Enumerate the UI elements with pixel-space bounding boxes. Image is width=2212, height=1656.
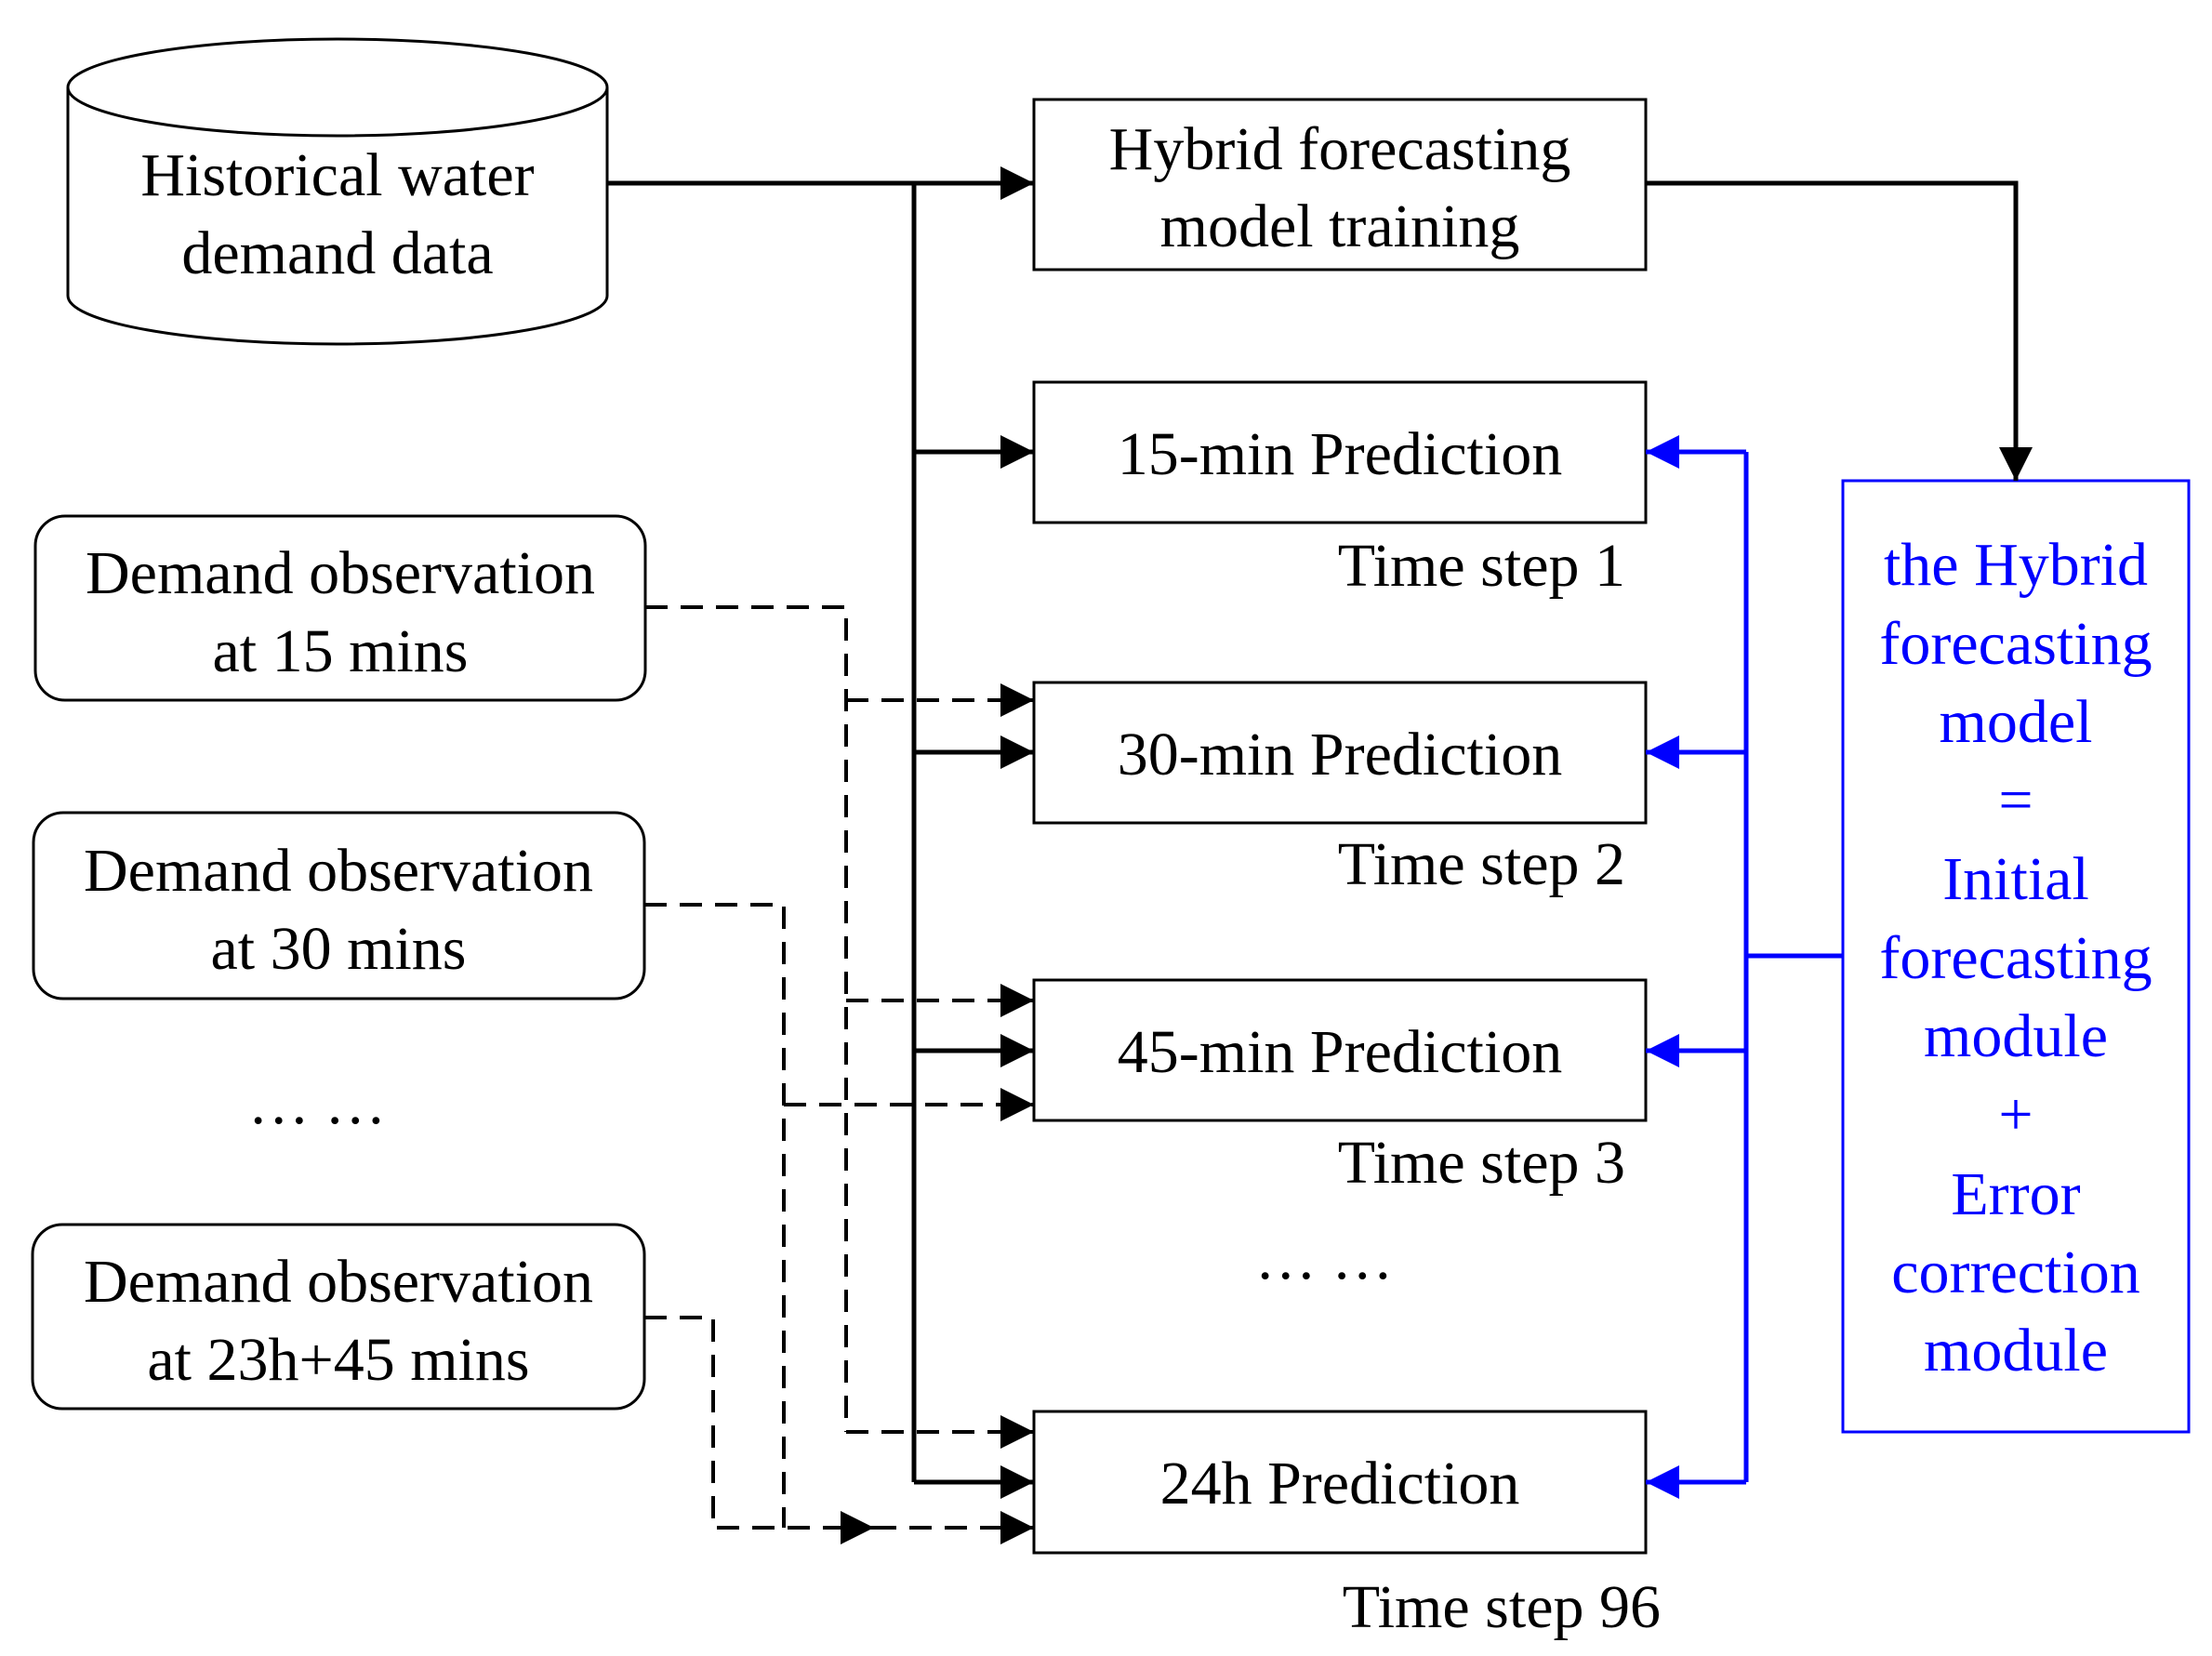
prediction-label: 15-min Prediction: [1118, 420, 1562, 488]
observation-label-line-2: at 23h+45 mins: [147, 1326, 529, 1394]
prediction-label: 45-min Prediction: [1118, 1018, 1562, 1086]
obs15-dashed-line: [645, 605, 848, 1432]
training-label-line-1: Hybrid forecasting: [1109, 115, 1571, 183]
hybrid-model-box: the Hybrid forecasting model = Initial f…: [1841, 479, 2191, 1434]
prediction-label: 24h Prediction: [1160, 1450, 1520, 1517]
model-connectors: [1646, 435, 1843, 1499]
hybrid-model-line: model: [1940, 688, 2093, 756]
database-label-line-1: Historical water: [140, 141, 534, 209]
middle-ellipsis: … …: [1255, 1225, 1394, 1292]
hybrid-model-line: module: [1924, 1002, 2108, 1070]
training-box: Hybrid forecasting model training: [1032, 98, 1648, 272]
hybrid-model-line: Initial: [1942, 845, 2089, 913]
prediction-box-15min: 15-min Prediction: [1032, 380, 1648, 524]
hybrid-model-line: Error: [1951, 1160, 2080, 1228]
observation-box-23h45: Demand observation at 23h+45 mins: [31, 1223, 646, 1411]
hybrid-model-line: +: [1998, 1080, 2033, 1148]
hybrid-model-line: =: [1998, 766, 2033, 834]
prediction-box-24h: 24h Prediction: [1032, 1410, 1648, 1555]
training-to-model-arrow: [1646, 180, 2033, 481]
observation-label-line-2: at 30 mins: [211, 915, 467, 983]
observation-box-30: Demand observation at 30 mins: [32, 811, 646, 1000]
training-label-line-2: model training: [1160, 192, 1520, 260]
time-step-label: Time step 3: [1338, 1129, 1625, 1197]
observation-box-15: Demand observation at 15 mins: [33, 514, 647, 702]
dashed-connectors: [644, 605, 1034, 1544]
left-ellipsis: … …: [248, 1069, 387, 1137]
prediction-label: 30-min Prediction: [1118, 721, 1562, 788]
solid-connectors: [607, 166, 2033, 1499]
time-step-label: Time step 96: [1343, 1573, 1661, 1641]
database-label-line-2: demand data: [181, 219, 493, 287]
observation-label-line-2: at 15 mins: [213, 617, 469, 685]
observation-label-line-1: Demand observation: [84, 1248, 593, 1316]
observation-label-line-1: Demand observation: [86, 539, 595, 607]
obs30-dashed-line: [644, 903, 786, 1528]
hybrid-model-line: correction: [1891, 1239, 2140, 1306]
observation-label-line-1: Demand observation: [84, 837, 593, 905]
historical-data-database: Historical water demand data: [66, 37, 609, 346]
time-step-label: Time step 1: [1338, 532, 1625, 600]
hybrid-model-line: the Hybrid: [1884, 531, 2148, 599]
hybrid-model-line: forecasting: [1879, 610, 2152, 678]
obs23h45-dashed-line: [644, 1316, 874, 1544]
prediction-box-45min: 45-min Prediction: [1032, 978, 1648, 1122]
hybrid-model-line: module: [1924, 1317, 2108, 1384]
time-step-label: Time step 2: [1338, 830, 1625, 898]
hybrid-model-line: forecasting: [1879, 924, 2152, 992]
prediction-box-30min: 30-min Prediction: [1032, 681, 1648, 825]
